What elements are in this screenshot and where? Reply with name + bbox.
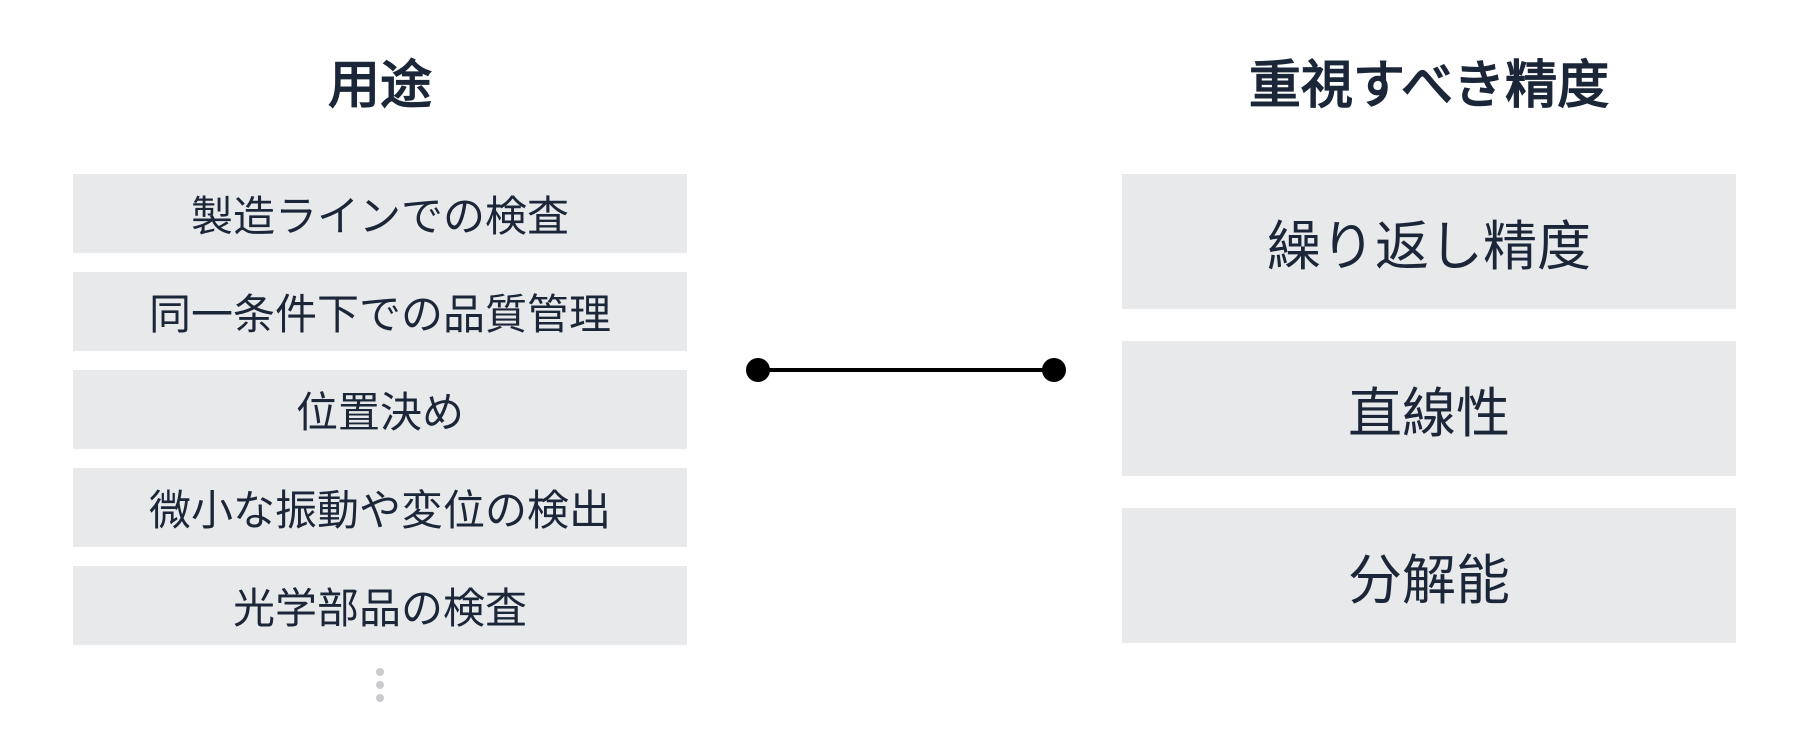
usage-item-label: 製造ラインでの検査	[190, 192, 569, 241]
usage-item-label: 位置決め	[295, 388, 464, 437]
usage-item: 微小な振動や変位の検出	[73, 468, 687, 547]
usage-item: 同一条件下での品質管理	[73, 272, 687, 351]
vertical-ellipsis-icon	[373, 666, 387, 704]
usage-item: 位置決め	[73, 370, 687, 449]
precision-item-label: 繰り返し精度	[1267, 215, 1591, 278]
precision-item: 繰り返し精度	[1122, 174, 1736, 309]
precision-item-label: 直線性	[1348, 382, 1510, 445]
usage-heading: 用途	[327, 56, 432, 116]
usage-item: 光学部品の検査	[73, 566, 687, 645]
connector-right-endpoint	[1042, 358, 1066, 382]
usage-item-label: 光学部品の検査	[232, 584, 527, 633]
precision-item: 直線性	[1122, 341, 1736, 476]
usage-item-label: 微小な振動や変位の検出	[148, 486, 611, 535]
connector-line	[746, 358, 1066, 382]
connector-left-endpoint	[746, 358, 770, 382]
precision-heading: 重視すべき精度	[1248, 56, 1610, 116]
usage-item-label: 同一条件下での品質管理	[148, 290, 611, 339]
ellipsis-dot	[376, 694, 384, 702]
ellipsis-dot	[376, 668, 384, 676]
precision-item: 分解能	[1122, 508, 1736, 643]
precision-item-label: 分解能	[1348, 549, 1510, 612]
ellipsis-dot	[376, 681, 384, 689]
usage-item: 製造ラインでの検査	[73, 174, 687, 253]
